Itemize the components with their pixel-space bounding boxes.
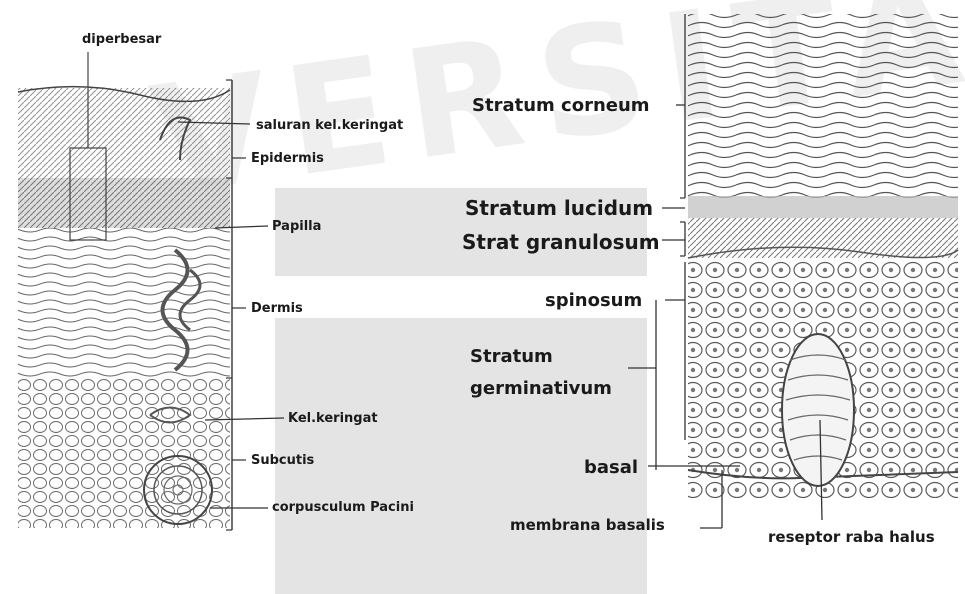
label-stratum-corneum: Stratum corneum (472, 95, 650, 116)
label-stratum: Stratum (470, 346, 553, 367)
label-dermis: Dermis (251, 301, 303, 316)
label-reseptor-raba-halus: reseptor raba halus (768, 528, 935, 546)
label-germinativum: germinativum (470, 378, 612, 399)
label-epidermis: Epidermis (251, 151, 324, 166)
label-spinosum: spinosum (545, 290, 642, 311)
label-subcutis: Subcutis (251, 453, 314, 468)
label-saluran-kel-keringat: saluran kel.keringat (256, 118, 403, 133)
label-stratum-lucidum: Stratum lucidum (465, 196, 653, 220)
left-skin-diagram (18, 52, 284, 530)
label-membrana-basalis: membrana basalis (510, 516, 665, 534)
label-basal: basal (584, 457, 638, 478)
label-strat-granulosum: Strat granulosum (462, 230, 660, 254)
label-papilla: Papilla (272, 219, 321, 234)
right-skin-diagram (628, 14, 958, 528)
label-diperbesar: diperbesar (82, 32, 161, 47)
label-kel-keringat: Kel.keringat (288, 411, 378, 426)
label-corpusculum-pacini: corpusculum Pacini (272, 500, 414, 515)
